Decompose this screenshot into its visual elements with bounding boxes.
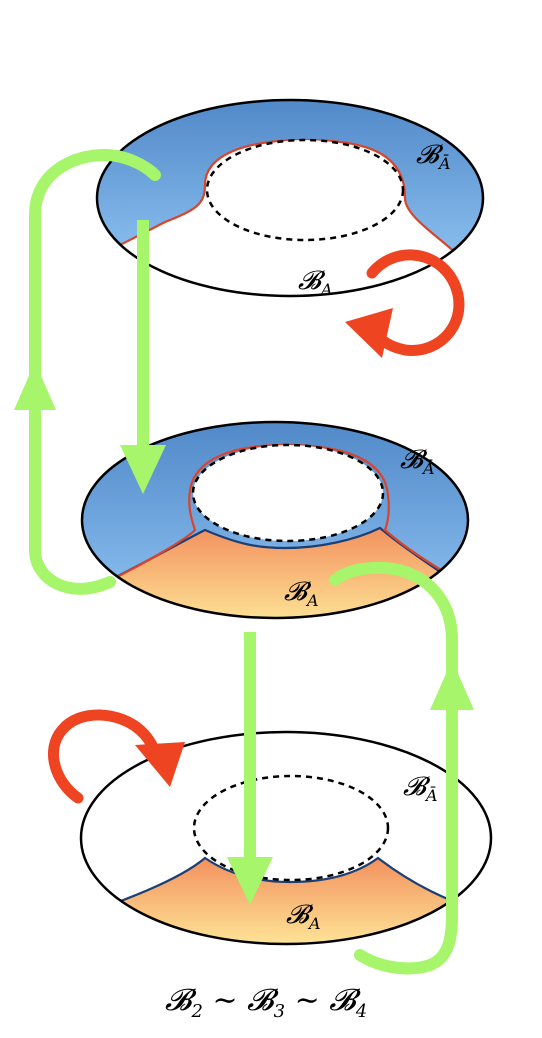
torus-top-region-abar	[97, 100, 483, 275]
torus-middle-hole	[191, 443, 385, 543]
torus-bottom: 𝓑Ā 𝓑A	[79, 730, 493, 946]
green-arrow-middle-to-bottom	[227, 632, 273, 905]
green-arrow-top-to-middle	[120, 220, 166, 494]
red-rotation-arrow-top	[345, 249, 465, 358]
green-arrow-left-loop	[14, 148, 161, 595]
torus-middle-outline	[80, 420, 470, 620]
caption-equivalence: 𝓑2 ∼ 𝓑3 ∼ 𝓑4	[165, 983, 367, 1022]
red-rotation-arrow-bottom	[48, 709, 185, 804]
torus-bottom-outline	[79, 730, 493, 946]
torus-middle: 𝓑Ā 𝓑A	[80, 420, 470, 620]
torus-top: 𝓑Ā 𝓑A	[95, 98, 485, 299]
torus-top-outline	[95, 98, 485, 298]
torus-bottom-hole	[192, 774, 390, 882]
torus-top-hole	[205, 138, 405, 242]
torus-middle-label-abar: 𝓑Ā	[400, 445, 435, 478]
green-arrow-right-loop	[329, 561, 474, 975]
